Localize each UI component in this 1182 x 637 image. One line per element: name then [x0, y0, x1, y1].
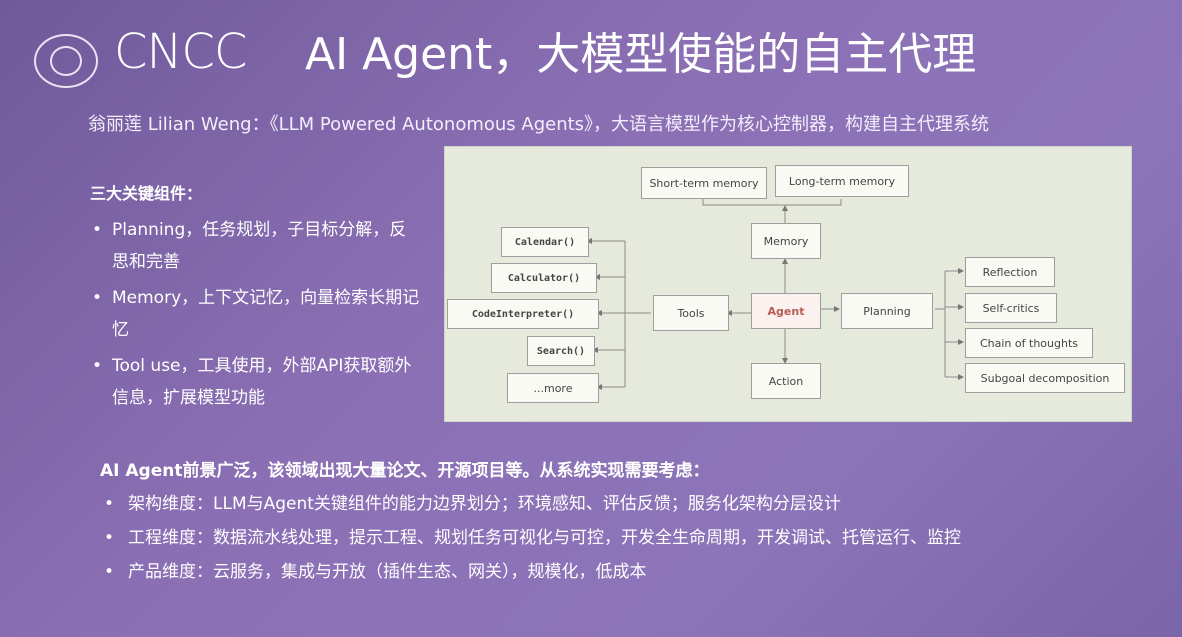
tool-more-box: ...more [507, 373, 599, 403]
tools-box: Tools [653, 295, 729, 331]
outlook-product: 产品维度：云服务，集成与开放（插件生态、网关），规模化，低成本 [100, 555, 1140, 589]
tool-search-box: Search() [527, 336, 595, 366]
memory-box: Memory [751, 223, 821, 259]
outlook-section: AI Agent前景广泛，该领域出现大量论文、开源项目等。从系统实现需要考虑： … [100, 456, 1140, 589]
tool-codeinterpreter-box: CodeInterpreter() [447, 299, 599, 329]
tool-calendar-box: Calendar() [501, 227, 589, 257]
action-box: Action [751, 363, 821, 399]
agent-box: Agent [751, 293, 821, 329]
diagram-connectors [586, 199, 964, 390]
cncc-seal-logo [34, 34, 98, 88]
self-critics-box: Self-critics [965, 293, 1057, 323]
subgoal-decomposition-box: Subgoal decomposition [965, 363, 1125, 393]
outlook-architecture: 架构维度：LLM与Agent关键组件的能力边界划分；环境感知、评估反馈；服务化架… [100, 487, 1140, 521]
planning-box: Planning [841, 293, 933, 329]
chain-of-thoughts-box: Chain of thoughts [965, 328, 1093, 358]
long-term-memory-box: Long-term memory [775, 165, 909, 197]
component-planning: Planning，任务规划，子目标分解，反思和完善 [90, 214, 420, 278]
short-term-memory-box: Short-term memory [641, 167, 767, 199]
agent-architecture-diagram: Short-term memory Long-term memory Memor… [444, 146, 1132, 422]
component-tool-use: Tool use，工具使用，外部API获取额外信息，扩展模型功能 [90, 350, 420, 414]
key-components: 三大关键组件： Planning，任务规划，子目标分解，反思和完善 Memory… [90, 180, 420, 418]
slide-subtitle: 翁丽莲 Lilian Weng：《LLM Powered Autonomous … [88, 114, 990, 135]
components-heading: 三大关键组件： [90, 184, 203, 203]
reflection-box: Reflection [965, 257, 1055, 287]
outlook-heading: AI Agent前景广泛，该领域出现大量论文、开源项目等。从系统实现需要考虑： [100, 461, 710, 481]
component-memory: Memory，上下文记忆，向量检索长期记忆 [90, 282, 420, 346]
brand-logo: CNCC [114, 24, 247, 80]
slide-title: AI Agent，大模型使能的自主代理 [305, 29, 977, 80]
outlook-engineering: 工程维度：数据流水线处理，提示工程、规划任务可视化与可控，开发全生命周期，开发调… [100, 521, 1140, 555]
tool-calculator-box: Calculator() [491, 263, 597, 293]
